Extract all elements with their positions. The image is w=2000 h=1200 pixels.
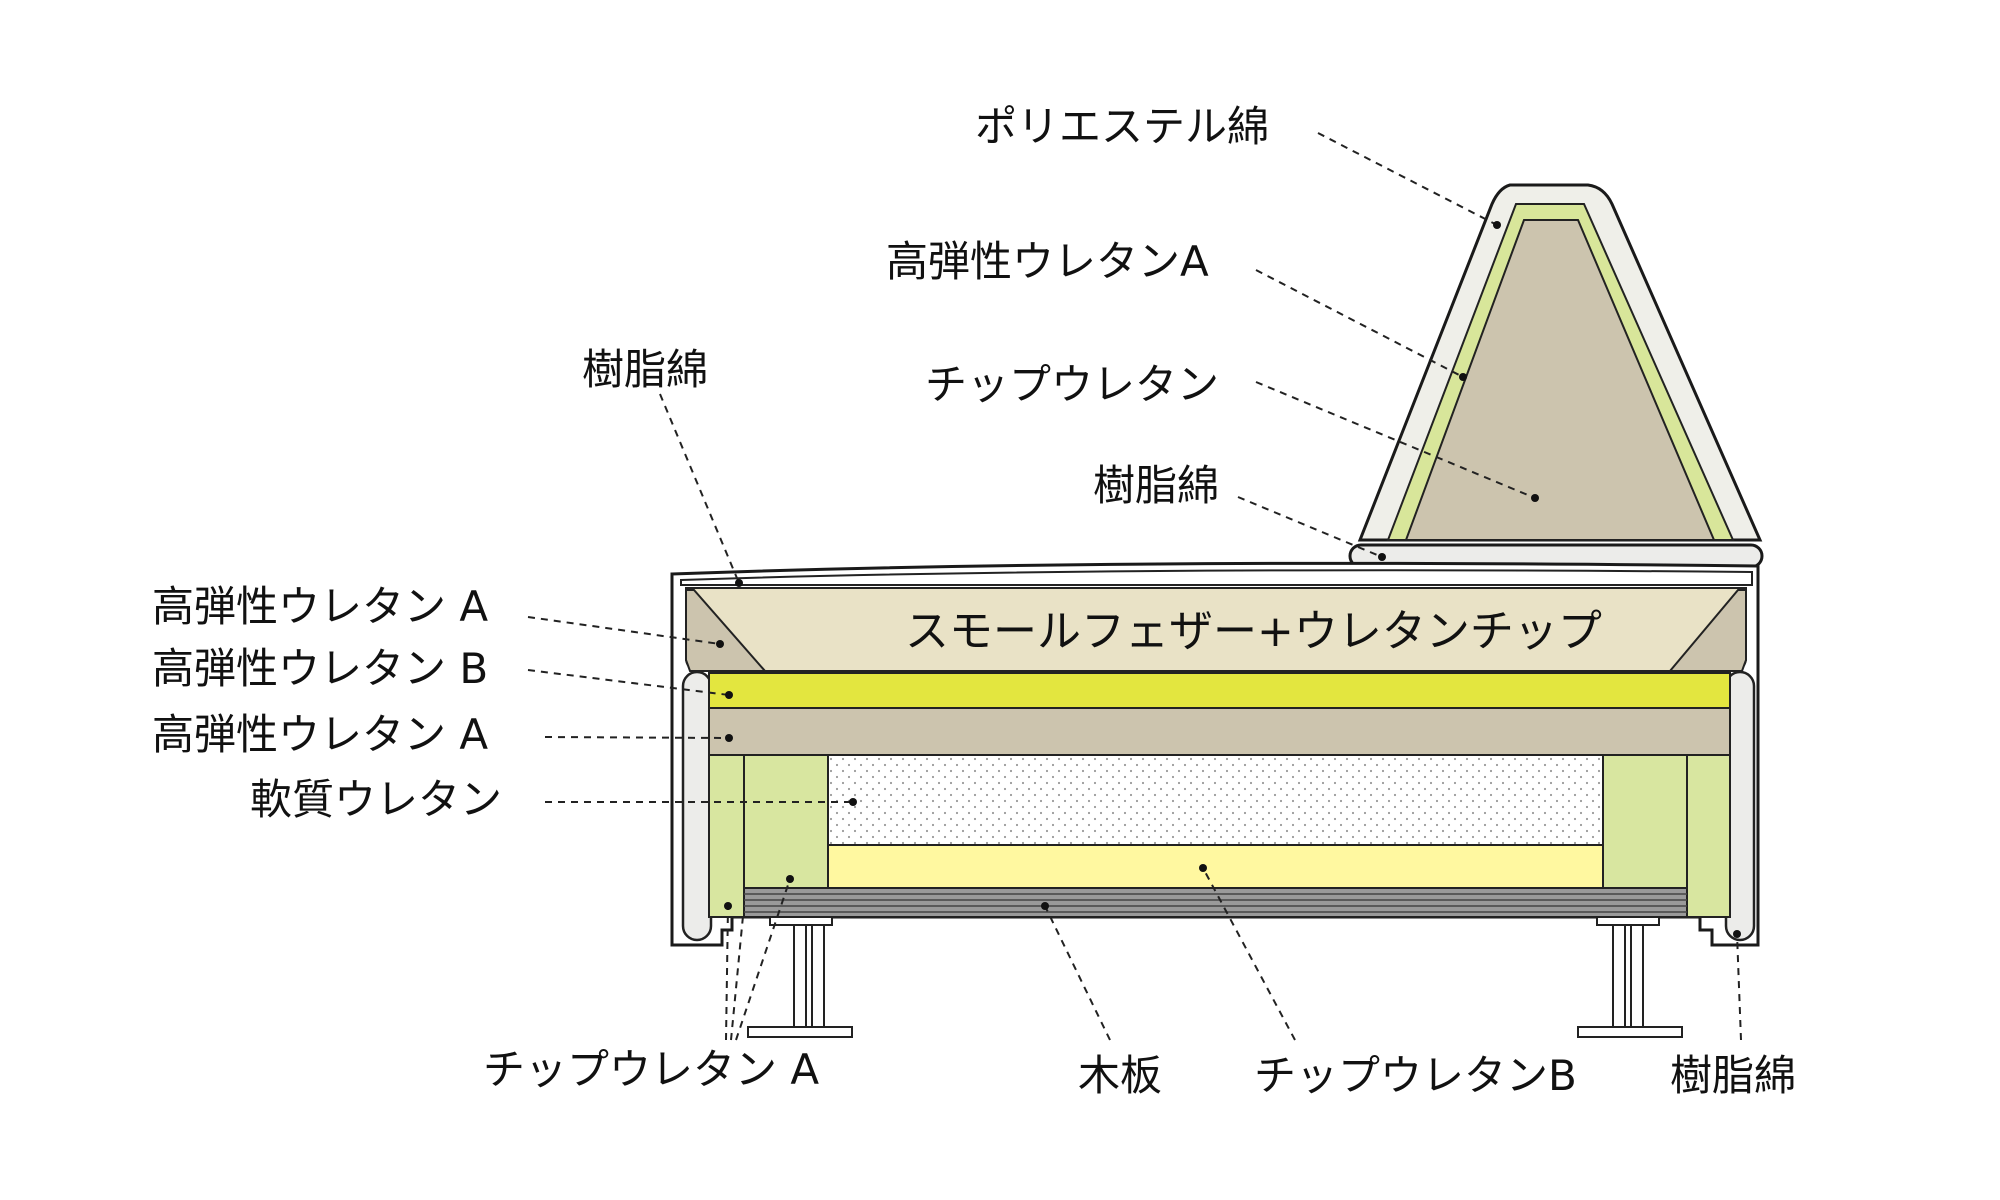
leader-dots: [716, 221, 1741, 938]
chip-urethane-a-left-inner: [743, 754, 829, 889]
back-cushion: [1348, 183, 1764, 569]
right-leg: [1577, 916, 1683, 1038]
label-wood-board: 木板: [1078, 1051, 1162, 1100]
seat: [670, 561, 1760, 947]
label-top-resin-cotton: 樹脂綿: [582, 345, 708, 394]
wood-board: [743, 887, 1688, 918]
label-seat-hr-urethane-a-mid: 高弾性ウレタン A: [152, 710, 488, 759]
seat-hr-urethane-a-layer: [708, 707, 1731, 756]
feather-side-hr-urethane-a-right: [1667, 589, 1747, 672]
chip-urethane-a-right-outer: [1686, 754, 1731, 918]
label-seat-hr-urethane-b: 高弾性ウレタン B: [152, 644, 488, 693]
seat-resin-cotton-top-layer: [680, 569, 1753, 586]
back-chip-urethane-layer: [1404, 219, 1716, 541]
seat-hr-urethane-b-layer: [708, 672, 1731, 709]
label-soft-urethane: 軟質ウレタン: [250, 775, 502, 824]
left-side-resin-cotton-roll: [681, 670, 713, 942]
label-seat-hr-urethane-a-top: 高弾性ウレタン A: [152, 582, 488, 631]
feather-side-hr-urethane-a-left: [685, 589, 768, 672]
label-chip-urethane-a: チップウレタン A: [483, 1045, 819, 1094]
label-back-hr-urethane-a: 高弾性ウレタンA: [886, 237, 1209, 286]
label-side-resin-cotton: 樹脂綿: [1670, 1051, 1796, 1100]
soft-urethane-layer: [827, 754, 1604, 846]
label-polyester-cotton: ポリエステル綿: [975, 102, 1269, 151]
chip-urethane-b-layer: [827, 844, 1604, 889]
chip-urethane-a-left-outer: [708, 754, 745, 918]
leader-lines: [527, 132, 1742, 1041]
left-leg: [747, 916, 853, 1038]
label-back-chip-urethane: チップウレタン: [925, 360, 1219, 409]
label-back-resin-cotton: 樹脂綿: [1093, 461, 1219, 510]
label-chip-urethane-b: チップウレタンB: [1254, 1051, 1577, 1100]
feather-chip-label: スモールフェザー+ウレタンチップ: [905, 606, 1602, 657]
chip-urethane-a-right-inner: [1602, 754, 1688, 889]
